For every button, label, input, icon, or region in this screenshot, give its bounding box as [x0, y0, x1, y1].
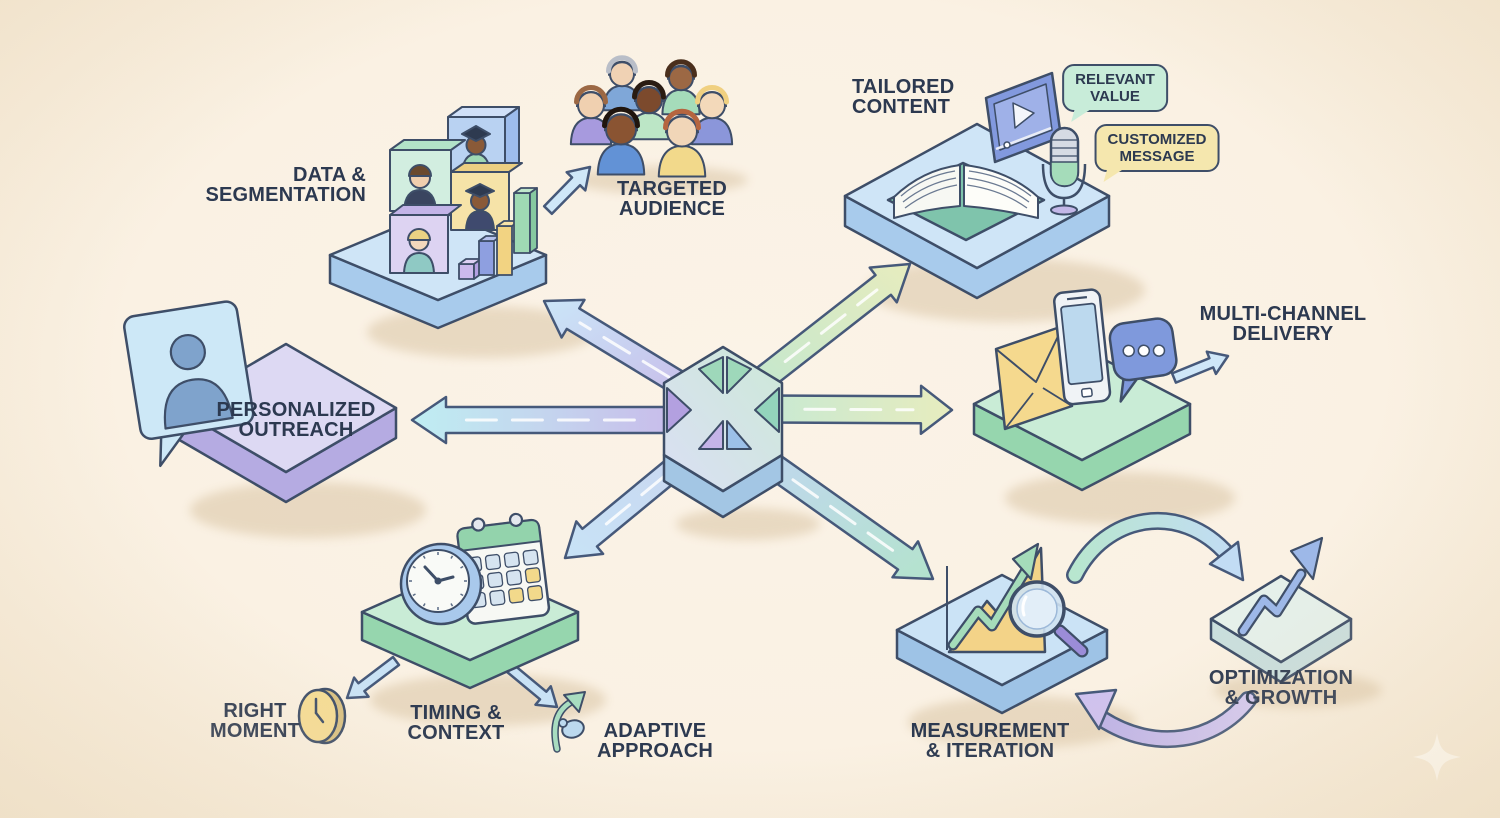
smartphone-icon: [1053, 288, 1112, 406]
arrow-highlight: [594, 474, 667, 535]
arrow-highlight: [578, 321, 671, 379]
person-avatar: [690, 85, 734, 146]
clock-tick: [450, 603, 454, 607]
label-measurement-iteration: MEASUREMENT & ITERATION: [910, 720, 1070, 762]
label-data-segmentation: DATA & SEGMENTATION: [205, 164, 366, 206]
clock-tick: [450, 555, 454, 559]
clock-icon: [399, 542, 483, 626]
label-timing-context: TIMING & CONTEXT: [407, 702, 505, 744]
flow-arrow-multichannel-out: [1170, 350, 1230, 384]
clock-ticks: [409, 552, 467, 610]
email-envelope-icon: [994, 324, 1074, 431]
drop-shadow: [190, 482, 426, 538]
arrow-highlight: [783, 288, 879, 364]
label-adaptive-approach: ADAPTIVE APPROACH: [596, 720, 714, 762]
clock-tick: [460, 593, 464, 597]
video-player-icon: [984, 71, 1063, 164]
hand-icon: [558, 718, 585, 739]
label-multi-channel-delivery: MULTI-CHANNEL DELIVERY: [1199, 303, 1367, 345]
person-avatar: [661, 59, 701, 116]
photo-cube-woman-purple: [389, 204, 462, 274]
flow-arrows: [345, 165, 1230, 709]
person-avatar: [657, 108, 707, 178]
flow-arrow-timing-to-moment: [345, 655, 401, 700]
growth-arrow-icon: [1237, 536, 1324, 637]
bar-chart-icon: [458, 187, 538, 280]
microphone-icon: [1041, 126, 1087, 216]
open-book-icon: [886, 161, 1046, 242]
optimization-platform: [1209, 574, 1353, 684]
drop-shadow: [908, 696, 1136, 748]
platforms: [174, 122, 1353, 715]
adaptive-arrow-icon: [551, 691, 586, 753]
drop-shadow: [676, 508, 820, 540]
label-tailored-content: TAILORED CONTENT: [852, 76, 955, 118]
iteration-arc-bottom: [1074, 688, 1257, 749]
person-avatar: [569, 85, 613, 146]
drop-shadow: [370, 674, 606, 726]
person-avatar: [602, 55, 642, 112]
chat-bubble-icon: [1108, 317, 1178, 403]
clock-tick: [422, 555, 426, 559]
arrow-highlight: [791, 478, 901, 557]
label-right-moment: RIGHT MOMENT: [209, 700, 301, 742]
people-group-icon: [569, 55, 734, 178]
flow-arrow-hub-to-personalized: [410, 395, 692, 445]
coin-clock-icon: [297, 687, 347, 745]
iteration-arc-top: [1066, 512, 1245, 584]
arrow-highlight: [803, 407, 915, 412]
flow-arrow-data-to-audience: [542, 165, 592, 216]
clock-tick: [460, 565, 464, 569]
clock-tick: [412, 593, 416, 597]
callout-customized-message: CUSTOMIZED MESSAGE: [1094, 124, 1220, 182]
photo-cubes-icon: [389, 106, 523, 274]
label-personalized-outreach: PERSONALIZED OUTREACH: [216, 399, 376, 441]
photo-cube-graduate-yellow: [450, 162, 523, 231]
clock-tick: [412, 565, 416, 569]
sparkle-icon: [1413, 733, 1461, 781]
calendar-icon: [456, 512, 551, 625]
drop-shadow: [1005, 472, 1235, 524]
contact-card-icon: [123, 300, 255, 468]
callout-relevant-value: RELEVANT VALUE: [1062, 64, 1168, 122]
person-avatar: [596, 106, 646, 176]
magnifying-glass-icon: [1008, 580, 1089, 658]
label-targeted-audience: TARGETED AUDIENCE: [616, 178, 728, 220]
clock-tick: [422, 603, 426, 607]
label-optimization-growth: OPTIMIZATION & GROWTH: [1208, 667, 1354, 709]
hub-cube-icon: [662, 345, 784, 519]
